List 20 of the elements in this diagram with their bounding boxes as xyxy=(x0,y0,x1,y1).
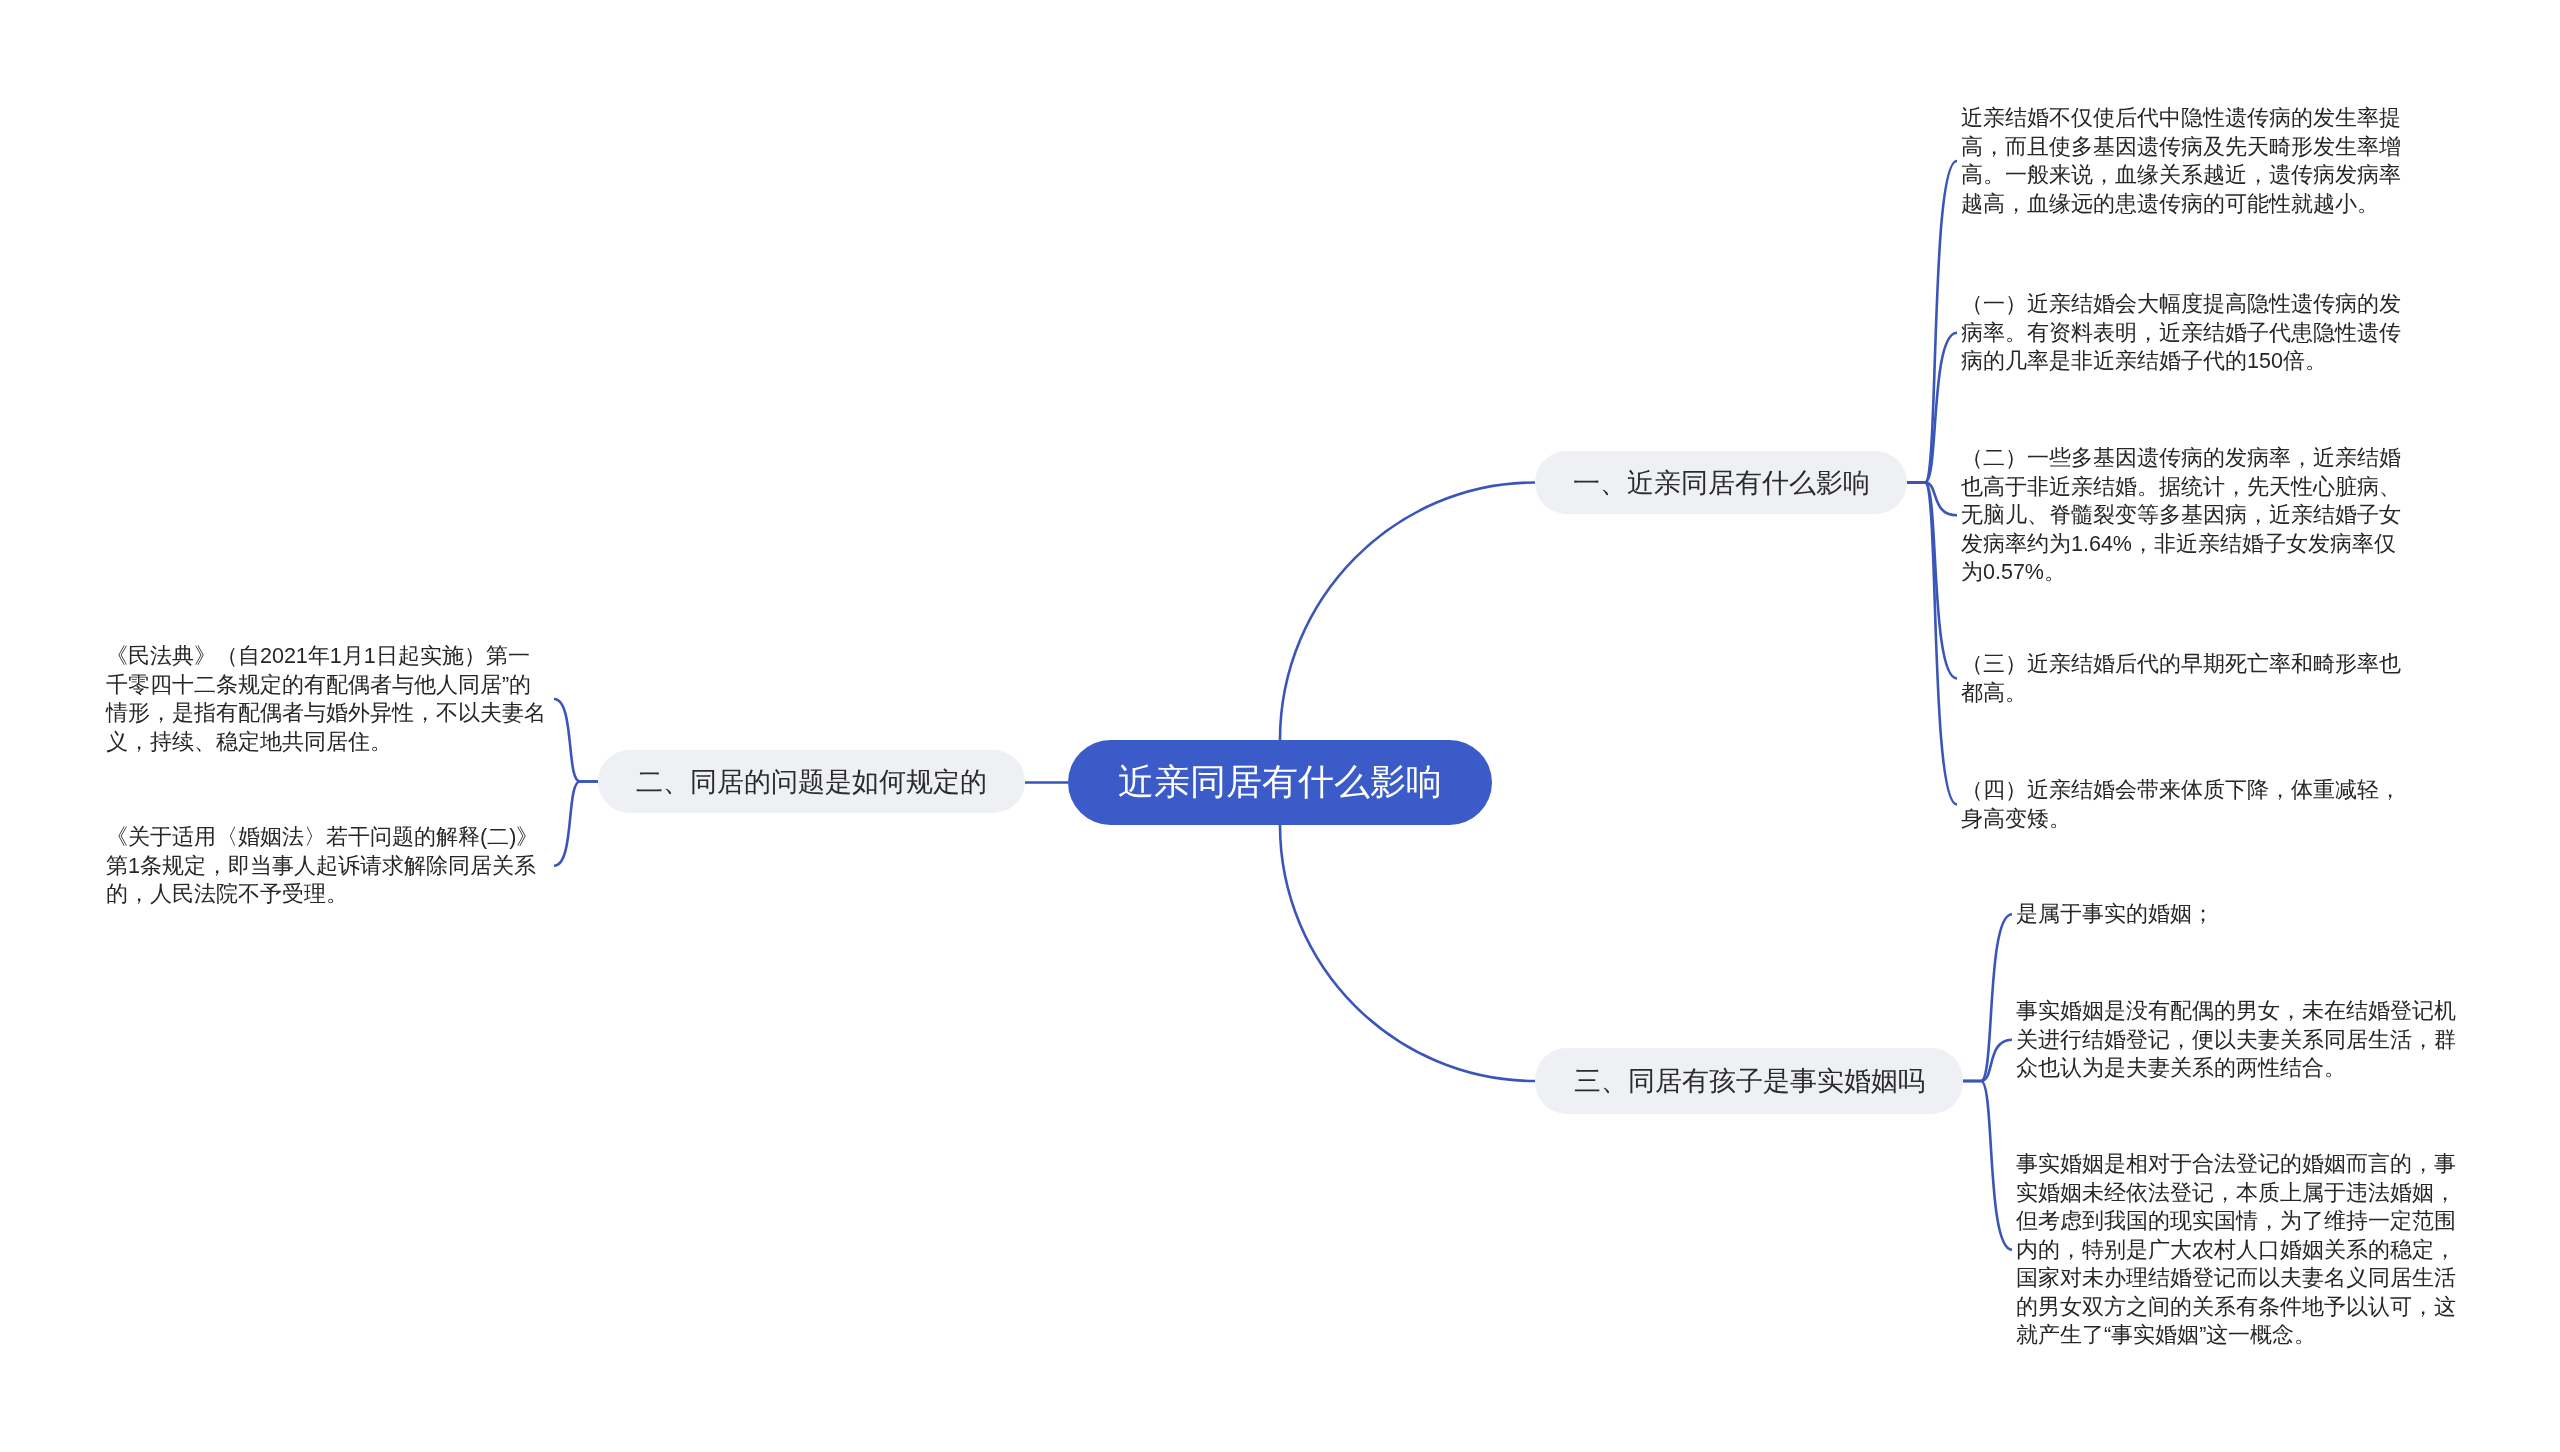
note-text: 近亲结婚不仅使后代中隐性遗传病的发生率提高，而且使多基因遗传病及先天畸形发生率增高。一般来说，血缘关系越近，遗传病发病率越高，血缘远的患遗传病的可能性就越小。 xyxy=(1957,104,2407,218)
topic-box: 三、同居有孩子是事实婚姻吗 xyxy=(1535,1048,1963,1114)
note-text: （四）近亲结婚会带来体质下降，体重减轻，身高变矮。 xyxy=(1957,776,2407,833)
note-text: 事实婚姻是相对于合法登记的婚姻而言的，事实婚姻未经依法登记，本质上属于违法婚姻，但考虑到我国的现实国情，为了维持一定范围内的，特别是广大农村人口婚姻关系的稳定，国家对未办理结婚登记而以夫妻名义同居生活的男女双方之间的关系有条件地予以认可，这就产生了“事实婚姻”这一概念。 xyxy=(2012,1150,2467,1350)
connector-line xyxy=(553,780,598,867)
central-topic-box: 近亲同居有什么影响 xyxy=(1068,740,1492,825)
note-text: （二）一些多基因遗传病的发病率，近亲结婚也高于非近亲结婚。据统计，先天性心脏病、无脑儿、脊髓裂变等多基因病，近亲结婚子女发病率约为1.64%，非近亲结婚子女发病率仅为0.57%。 xyxy=(1957,444,2407,587)
note-text: 《关于适用〈婚姻法〉若干问题的解释(二)》第1条规定，即当事人起诉请求解除同居关系的，人民法院不予受理。 xyxy=(102,823,554,909)
topic-box: 一、近亲同居有什么影响 xyxy=(1535,451,1907,514)
topic-box: 二、同居的问题是如何规定的 xyxy=(598,750,1025,813)
note-text: 事实婚姻是没有配偶的男女，未在结婚登记机关进行结婚登记，便以夫妻关系同居生活，群众也认为是夫妻关系的两性结合。 xyxy=(2012,997,2467,1083)
note-text: （一）近亲结婚会大幅度提高隐性遗传病的发病率。有资料表明，近亲结婚子代患隐性遗传病的几率是非近亲结婚子代的150倍。 xyxy=(1957,290,2407,376)
connector-line xyxy=(1907,481,1958,806)
connector-line xyxy=(1278,481,1536,741)
connector-line xyxy=(1278,824,1536,1083)
note-text: 是属于事实的婚姻； xyxy=(2012,900,2467,929)
note-text: （三）近亲结婚后代的早期死亡率和畸形率也都高。 xyxy=(1957,650,2407,707)
connector-line xyxy=(1025,781,1068,784)
connector-line xyxy=(1963,1079,2013,1251)
note-text: 《民法典》（自2021年1月1日起实施）第一千零四十二条规定的有配偶者与他人同居”的情形，是指有配偶者与婚外异性，不以夫妻名义，持续、稳定地共同居住。 xyxy=(102,642,554,756)
